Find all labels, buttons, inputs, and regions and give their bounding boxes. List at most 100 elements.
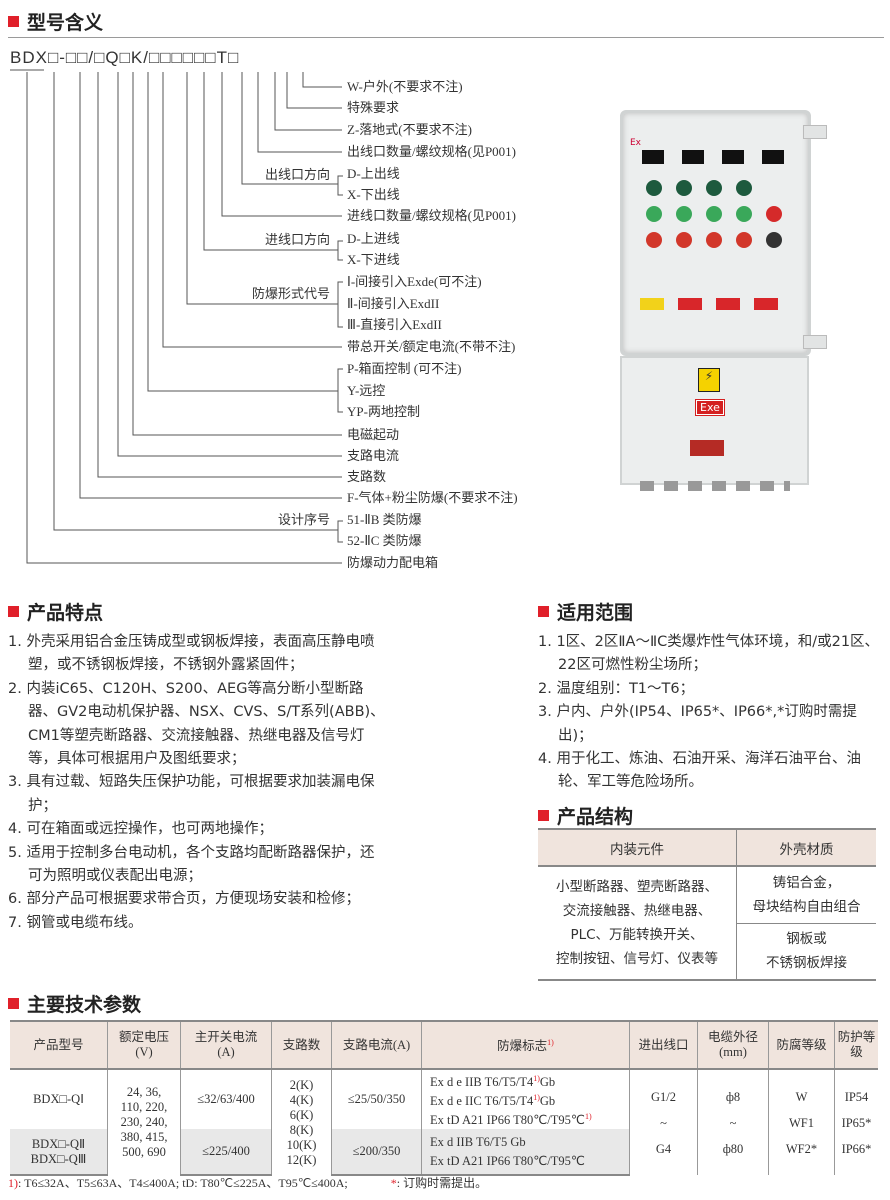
header-ex-mark: 防爆标志1) xyxy=(421,1020,630,1070)
cell-line: 2(K) xyxy=(289,1077,314,1092)
model-diagram-lines xyxy=(10,69,343,564)
cell-switch: ≤32/63/400 xyxy=(180,1069,272,1130)
label-ex-type-3: Ⅲ-直接引入ExdII xyxy=(347,317,442,332)
cell-line: G1/2 xyxy=(651,1089,676,1104)
list-item: 4. 用于化工、炼油、石油开采、海洋石油平台、油轮、军工等危险场所。 xyxy=(538,751,861,791)
label-iib: 51-ⅡB 类防爆 xyxy=(347,512,422,527)
cell-line: IP54 xyxy=(844,1089,869,1104)
tech-params-table: 产品型号 额定电压(V) 主开关电流(A) 支路数 支路电流(A) 防爆标志1)… xyxy=(10,1020,878,1177)
header-line: (V) xyxy=(135,1045,153,1059)
header-branches: 支路数 xyxy=(271,1020,332,1070)
cell-switch: ≤225/400 xyxy=(180,1129,272,1177)
header-branch-current: 支路电流(A) xyxy=(331,1020,422,1070)
label-outlet-count: 出线口数量/螺纹规格(见P001) xyxy=(347,144,517,159)
label-product-name: 防爆动力配电箱 xyxy=(347,555,439,570)
cell-line: ~ xyxy=(660,1115,667,1130)
list-item: 6. 部分产品可根据要求带合页，方便现场安装和检修； xyxy=(8,891,360,908)
section-title-text: 适用范围 xyxy=(557,602,634,624)
cell-branches: 2(K)4(K)6(K)8(K)10(K)12(K) xyxy=(271,1069,332,1176)
header-voltage: 额定电压(V) xyxy=(107,1020,181,1070)
cell-line: ф8 xyxy=(725,1089,741,1104)
cell-line: 母块结构自由组合 xyxy=(752,898,861,915)
red-square-icon xyxy=(8,16,19,27)
cell-line: Gb xyxy=(539,1075,556,1090)
cell-line: 10(K) xyxy=(286,1137,317,1152)
cell-voltage: 24, 36,110, 220,230, 240,380, 415,500, 6… xyxy=(107,1069,181,1176)
label-dual-control: YP-两地控制 xyxy=(347,404,420,419)
footnote-star: * xyxy=(390,1176,397,1190)
group-design-number: 设计序号 xyxy=(277,513,330,528)
divider xyxy=(8,37,884,38)
list-item: 1. 外壳采用铝合金压铸成型或钢板焊接，表面高压静电喷塑，或不锈钢板焊接，不锈钢… xyxy=(8,634,375,674)
product-photo: Ex ⚡ Exe xyxy=(620,110,830,495)
section-title-structure: 产品结构 xyxy=(538,802,633,829)
cell-line: 不锈钢板焊接 xyxy=(766,955,847,972)
cell-line: 230, 240, xyxy=(120,1115,168,1130)
cell-line: WF1 xyxy=(789,1115,814,1130)
header-anticorrosion: 防腐等级 xyxy=(768,1020,835,1070)
group-inlet-direction: 进线口方向 xyxy=(264,233,330,248)
structure-table: 内装元件 外壳材质 小型断路器、塑壳断路器、 交流接触器、热继电器、 PLC、万… xyxy=(538,828,876,981)
cell-ex-mark: Ex d e IIB T6/T5/T41)Gb Ex d e IIC T6/T5… xyxy=(421,1069,630,1130)
label-iic: 52-ⅡC 类防爆 xyxy=(347,533,422,548)
cell-line: 4(K) xyxy=(289,1092,314,1107)
cell-line: 钢板或 xyxy=(786,931,827,948)
label-floor: Z-落地式(不要求不注) xyxy=(347,122,472,137)
table-row: BDX□-QⅠ 24, 36,110, 220,230, 240,380, 41… xyxy=(10,1069,878,1176)
group-ex-type: 防爆形式代号 xyxy=(251,287,330,302)
cell-line: 380, 415, xyxy=(120,1130,168,1145)
cell-line: Ex tD A21 IP66 T80℃/T95℃ xyxy=(430,1113,585,1128)
cell-line: Gb xyxy=(539,1094,556,1109)
label-inlet-count: 进线口数量/螺纹规格(见P001) xyxy=(347,208,517,223)
label-inlet-bottom: X-下进线 xyxy=(347,252,400,267)
cell-line: Ex d e IIC T6/T5/T4 xyxy=(430,1094,534,1109)
header-protection: 防护等级 xyxy=(834,1020,878,1070)
cell-line: 24, 36, xyxy=(126,1085,162,1100)
model-code: BDX□-□□/□Q□K/□□□□□□T□ xyxy=(10,48,240,67)
scope-list: 1. 1区、2区ⅡA～ⅡC类爆炸性气体环境，和/或21区、22区可燃性粉尘场所；… xyxy=(538,631,884,795)
group-outlet-direction: 出线口方向 xyxy=(264,168,330,183)
red-square-icon xyxy=(8,998,19,1009)
label-magnetic-start: 电磁起动 xyxy=(347,427,400,442)
footnote: 1): T6≤32A、T5≤63A、T4≤400A; tD: T80℃≤225A… xyxy=(8,1174,487,1191)
cell-line: IP66* xyxy=(841,1141,872,1156)
section-title-model-meaning: 型号含义 xyxy=(8,8,103,35)
features-list: 1. 外壳采用铝合金压铸成型或钢板焊接，表面高压静电喷塑，或不锈钢板焊接，不锈钢… xyxy=(8,631,386,935)
label-panel-control: P-箱面控制 (可不注) xyxy=(347,361,462,376)
cell-line: W xyxy=(795,1089,808,1104)
section-title-text: 型号含义 xyxy=(27,12,104,34)
cell-branch-current: ≤200/350 xyxy=(331,1129,422,1177)
cell-line: WF2* xyxy=(785,1141,818,1156)
footnote-ref: 1) xyxy=(533,1074,540,1083)
section-title-text: 主要技术参数 xyxy=(27,994,142,1016)
section-title-text: 产品结构 xyxy=(557,806,634,828)
cell-line: ~ xyxy=(729,1115,737,1130)
footnote-ref: 1) xyxy=(547,1038,554,1048)
cell-line: 控制按钮、信号灯、仪表等 xyxy=(556,951,718,967)
header-model: 产品型号 xyxy=(10,1020,108,1070)
label-outlet-top: D-上出线 xyxy=(347,166,400,181)
cell-line: 6(K) xyxy=(289,1107,314,1122)
header-material: 外壳材质 xyxy=(736,828,876,867)
red-square-icon xyxy=(8,606,19,617)
cell-line: Ex tD A21 IP66 T80℃/T95℃ xyxy=(430,1153,585,1168)
cell-model: BDX□-QⅠ xyxy=(10,1069,108,1130)
section-title-text: 产品特点 xyxy=(27,602,104,624)
label-special: 特殊要求 xyxy=(347,100,400,115)
section-title-scope: 适用范围 xyxy=(538,598,633,625)
cell-line: 110, 220, xyxy=(120,1100,168,1115)
cell-branch-current: ≤25/50/350 xyxy=(331,1069,422,1130)
label-main-switch: 带总开关/额定电流(不带不注) xyxy=(347,339,516,354)
cell-line: 8(K) xyxy=(289,1122,314,1137)
label-outdoor: W-户外(不要求不注) xyxy=(347,79,463,94)
cell-line: 小型断路器、塑壳断路器、 xyxy=(556,879,718,895)
cell-line: G4 xyxy=(655,1141,672,1156)
cell-line: 交流接触器、热继电器、 xyxy=(562,903,712,919)
footnote-ref: 1) xyxy=(533,1093,540,1103)
cell-line: PLC、万能转换开关、 xyxy=(570,927,704,943)
header-cable: 电缆外径(mm) xyxy=(697,1020,769,1070)
